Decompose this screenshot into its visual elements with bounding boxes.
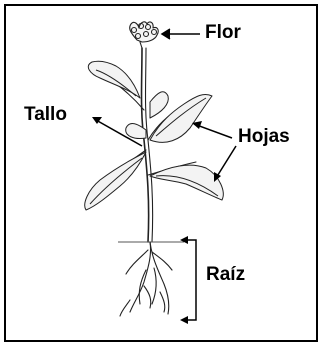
leaf-lower-right xyxy=(150,165,223,200)
label-stem: Tallo xyxy=(24,104,67,126)
label-leaves: Hojas xyxy=(238,126,290,148)
stem-main xyxy=(142,48,149,242)
label-root: Raíz xyxy=(206,264,245,286)
roots xyxy=(120,242,172,316)
root-bracket xyxy=(186,240,196,320)
leaf-small-right xyxy=(150,92,168,118)
arrow-leaves-lower xyxy=(216,146,236,178)
flower-head xyxy=(130,22,159,48)
label-flower: Flor xyxy=(205,22,241,44)
leaf-lower-left xyxy=(85,152,146,210)
